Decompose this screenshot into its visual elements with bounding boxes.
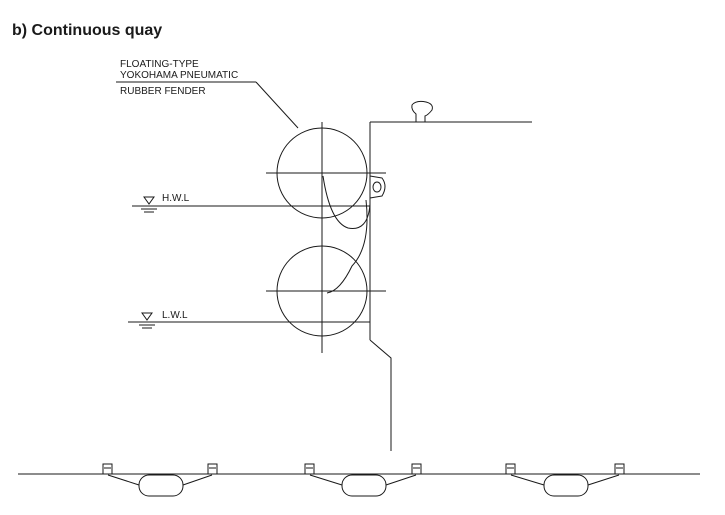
callout-line-2: YOKOHAMA PNEUMATIC bbox=[120, 70, 238, 81]
chain-shackle bbox=[369, 175, 386, 199]
plan-fender-3 bbox=[505, 463, 625, 497]
callout-line-3: RUBBER FENDER bbox=[120, 86, 206, 97]
hwl-marker bbox=[132, 196, 370, 213]
callout-leader bbox=[255, 81, 299, 129]
lwl-marker bbox=[128, 312, 370, 329]
hwl-label: H.W.L bbox=[162, 193, 190, 204]
bollard bbox=[411, 100, 433, 122]
callout-line-1: FLOATING-TYPE bbox=[120, 59, 199, 70]
diagram-title: b) Continuous quay bbox=[12, 22, 163, 39]
plan-fender-1 bbox=[102, 463, 218, 497]
quay-wall bbox=[369, 121, 532, 451]
lwl-label: L.W.L bbox=[162, 310, 188, 321]
mooring-chain bbox=[322, 175, 371, 229]
upper-fender bbox=[266, 122, 386, 234]
mooring-chain-lower bbox=[326, 199, 368, 294]
plan-fender-2 bbox=[304, 463, 422, 497]
lower-fender bbox=[266, 234, 386, 353]
